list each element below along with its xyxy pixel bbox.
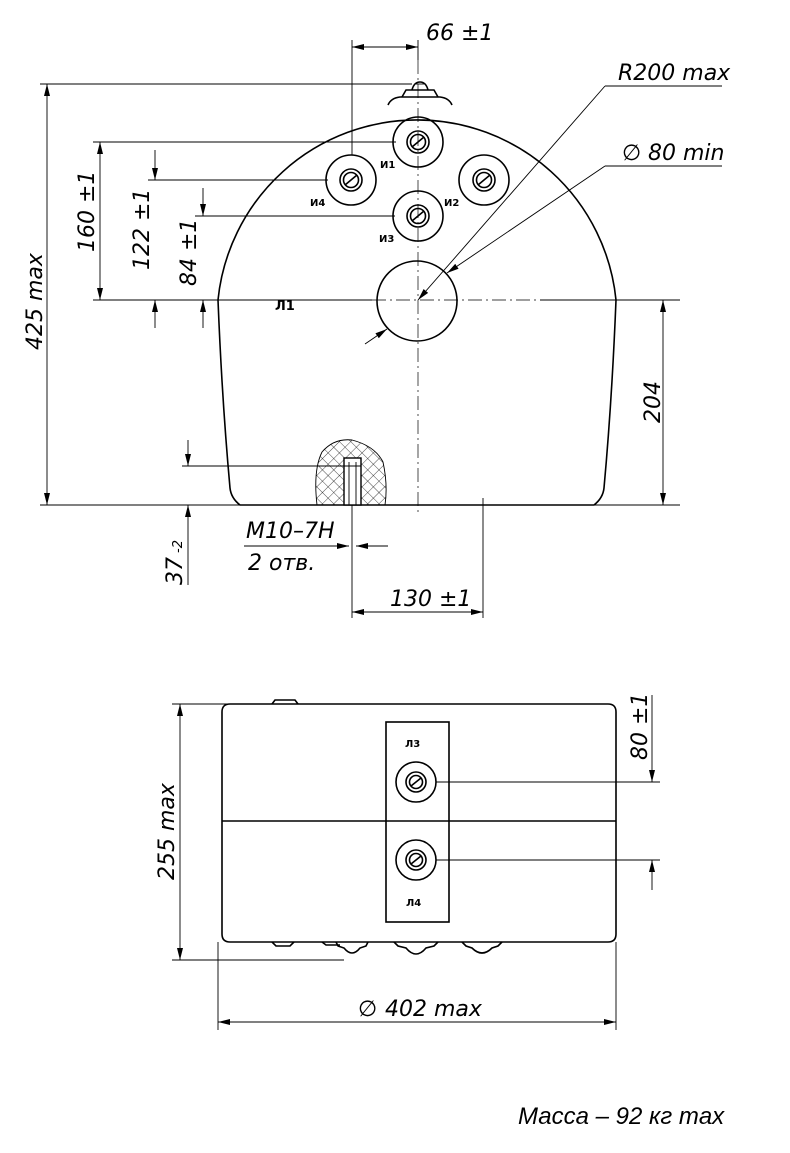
- dim-130: 130 ±1: [390, 587, 471, 612]
- front-view: И1 И4 И2 И3 Л1: [23, 21, 731, 618]
- terminal-l4: [395, 839, 437, 881]
- front-body-outline: [217, 119, 617, 506]
- label-i4: И4: [310, 198, 325, 209]
- top-view: Л3 Л4 255 max 80 ±1 ∅ 402: [155, 693, 660, 1030]
- label-i3: И3: [379, 234, 394, 245]
- label-i1: И1: [380, 160, 395, 171]
- dim-diameter-symbol-top: ∅: [358, 997, 377, 1022]
- extension-lines-front: [40, 40, 680, 618]
- dim-80-offset: 80 ±1: [628, 693, 653, 760]
- top-body-outline: [221, 703, 617, 943]
- top-tab: [271, 699, 299, 705]
- dimension-lines-top: [177, 695, 655, 1025]
- bottom-terminals: [271, 941, 503, 955]
- dim-204: 204: [641, 381, 666, 423]
- label-l3: Л3: [405, 739, 420, 750]
- terminal-i2: [458, 154, 510, 206]
- dim-66: 66 ±1: [426, 21, 493, 46]
- thread-spec: M10–7H: [246, 519, 335, 544]
- dim-r200: R200 max: [618, 61, 731, 86]
- primary-hole: [376, 260, 458, 342]
- dim-425: 425 max: [23, 252, 48, 350]
- dim-122: 122 ±1: [130, 189, 155, 270]
- label-l4: Л4: [406, 898, 421, 909]
- mass-note: Масса – 92 кг max: [518, 1103, 725, 1130]
- dim-160: 160 ±1: [75, 171, 100, 252]
- dim-37-tolerance: -2: [171, 540, 186, 553]
- dim-37: 37: [163, 557, 188, 585]
- terminal-i4: [325, 154, 377, 206]
- dimension-lines-front: [44, 44, 722, 615]
- threaded-hole-section: [315, 439, 387, 506]
- label-i2: И2: [444, 198, 459, 209]
- dim-diameter-symbol-front: ∅: [622, 141, 641, 166]
- lifting-eye: [387, 81, 453, 106]
- dim-255: 255 max: [155, 782, 180, 880]
- thread-count: 2 отв.: [248, 551, 315, 576]
- label-l1: Л1: [275, 299, 295, 314]
- terminal-plate: [385, 721, 450, 923]
- dim-84: 84 ±1: [177, 219, 202, 286]
- dim-402: 402 max: [385, 997, 483, 1022]
- terminal-l3: [395, 761, 437, 803]
- dim-80min: 80 min: [648, 141, 724, 166]
